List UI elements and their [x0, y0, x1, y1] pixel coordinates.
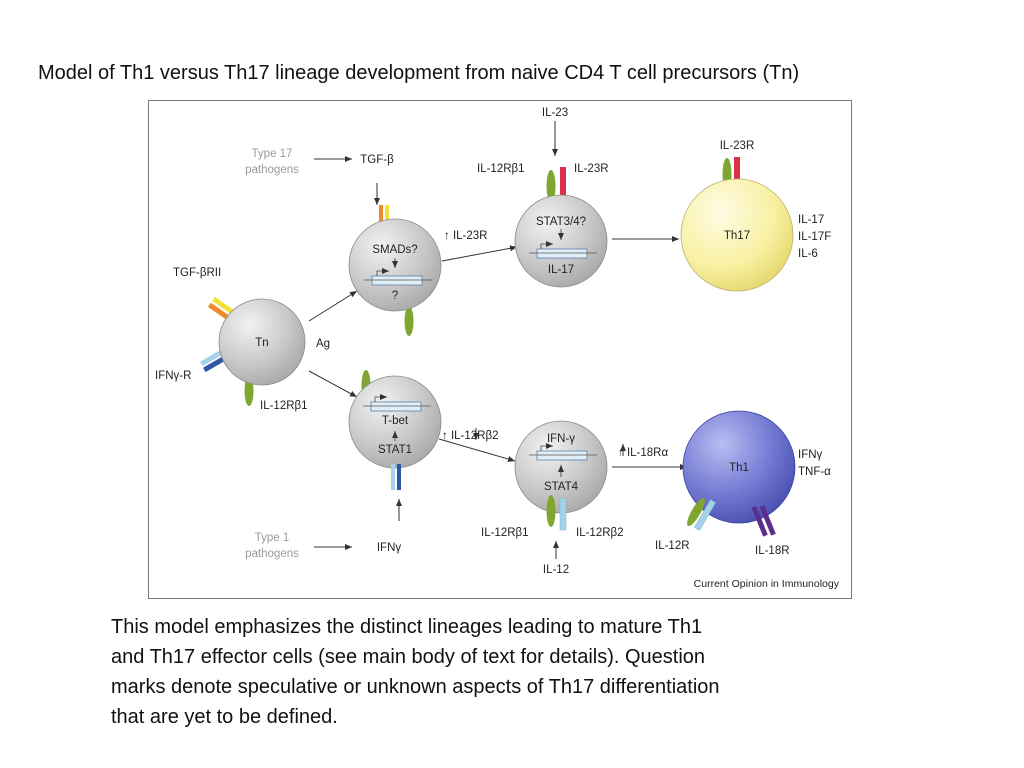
caption-line-4: that are yet to be defined.	[111, 706, 338, 728]
ifng-gene-box	[536, 450, 588, 461]
stat34-promoter-arrow	[540, 241, 553, 249]
il17-gene-label: IL-17	[548, 264, 574, 276]
tgfb-label: TGF-β	[360, 154, 394, 166]
stat4-label: STAT4	[544, 481, 579, 493]
caption-line-1: This model emphasizes the distinct linea…	[111, 616, 703, 638]
il12rb2-receptor-bottom	[559, 497, 567, 531]
il12rb1-receptor-bottom	[546, 495, 556, 527]
il23r-receptor-top	[560, 167, 566, 201]
smads-label: SMADs?	[372, 244, 417, 256]
caption-line-2: and Th17 effector cells (see main body o…	[111, 646, 706, 668]
smads-green-receptor	[404, 306, 414, 336]
smads-promoter-arrow	[376, 268, 389, 276]
stat34-cell	[514, 194, 608, 288]
caption-line-3: marks denote speculative or unknown aspe…	[111, 676, 720, 698]
il12-label: IL-12	[543, 564, 569, 576]
tbet-promoter-arrow	[374, 394, 387, 402]
ifng-receptor-light	[391, 464, 395, 490]
smads-question: ?	[392, 290, 398, 302]
il12rb2-label-bottom: IL-12Rβ2	[576, 527, 624, 539]
il23r-label-th17: IL-23R	[720, 140, 755, 152]
smads-gene-box	[371, 275, 423, 286]
type1-line2: pathogens	[245, 548, 299, 560]
stat4-promoter-arrow	[540, 443, 553, 451]
il17-gene-box	[536, 248, 588, 259]
il18r-label: IL-18R	[755, 545, 790, 557]
il12rb1-receptor-top	[546, 170, 556, 202]
type17-line1: Type 17	[252, 148, 293, 160]
il12r-label: IL-12R	[655, 540, 690, 552]
il12rb1-label-bottom: IL-12Rβ1	[481, 527, 529, 539]
th17-product-2: IL-17F	[798, 231, 831, 243]
up-il23r-label: ↑ IL-23R	[444, 230, 487, 242]
tbet-gene-box	[370, 401, 422, 412]
il23r-label-top: IL-23R	[574, 163, 609, 175]
il23-label: IL-23	[542, 107, 568, 119]
arrow-tbet-to-stat4	[438, 438, 516, 462]
figure-credit: Current Opinion in Immunology	[694, 578, 840, 590]
tn-cell-label: Tn	[255, 337, 268, 349]
il12r-receptor-green	[687, 497, 705, 527]
il12r-receptor-light	[694, 499, 716, 531]
up-il12rb2-label: ↑ IL-12Rβ2	[442, 430, 498, 442]
ifng-receptor-dark	[397, 464, 401, 490]
tbet-label: T-bet	[382, 415, 409, 427]
ifngr-label: IFNγ-R	[155, 370, 191, 382]
th1-cell	[682, 410, 796, 524]
type1-line1: Type 1	[255, 532, 290, 544]
il18r-receptor-a	[751, 505, 768, 537]
up-il18ra-label: ↑ IL-18Rα	[618, 447, 668, 459]
th1-product-1: IFNγ	[798, 449, 823, 461]
diagram-canvas: Type 17 pathogens TGF-β TGF-βRII IFNγ-R …	[155, 107, 840, 590]
tgfbrii-label: TGF-βRII	[173, 267, 221, 279]
th1-cell-label: Th1	[729, 462, 749, 474]
il12rb1-label-top: IL-12Rβ1	[477, 163, 525, 175]
th1-product-2: TNF-α	[798, 466, 831, 478]
arrow-smads-to-stat34	[441, 245, 518, 262]
stat34-label: STAT3/4?	[536, 216, 586, 228]
stat1-label: STAT1	[378, 444, 412, 456]
ag-label: Ag	[316, 338, 330, 350]
ifng-gene-label: IFN-γ	[547, 433, 575, 445]
ifng-label: IFNγ	[377, 542, 402, 554]
il12rb1-label-tn: IL-12Rβ1	[260, 400, 308, 412]
th17-product-3: IL-6	[798, 248, 818, 260]
il18r-receptor-b	[759, 504, 776, 536]
arrow-tn-to-tbet	[308, 370, 358, 398]
il23r-receptor-th17	[734, 157, 740, 191]
type17-line2: pathogens	[245, 164, 299, 176]
tn-cell	[218, 298, 306, 386]
arrow-tn-to-smads	[308, 290, 358, 322]
th17-product-1: IL-17	[798, 214, 824, 226]
slide-title: Model of Th1 versus Th17 lineage develop…	[38, 62, 800, 84]
th17-cell	[680, 178, 794, 292]
slide-caption: This model emphasizes the distinct linea…	[111, 612, 911, 732]
lineage-diagram: Type 17 pathogens TGF-β TGF-βRII IFNγ-R …	[148, 100, 852, 599]
th17-cell-label: Th17	[724, 230, 750, 242]
